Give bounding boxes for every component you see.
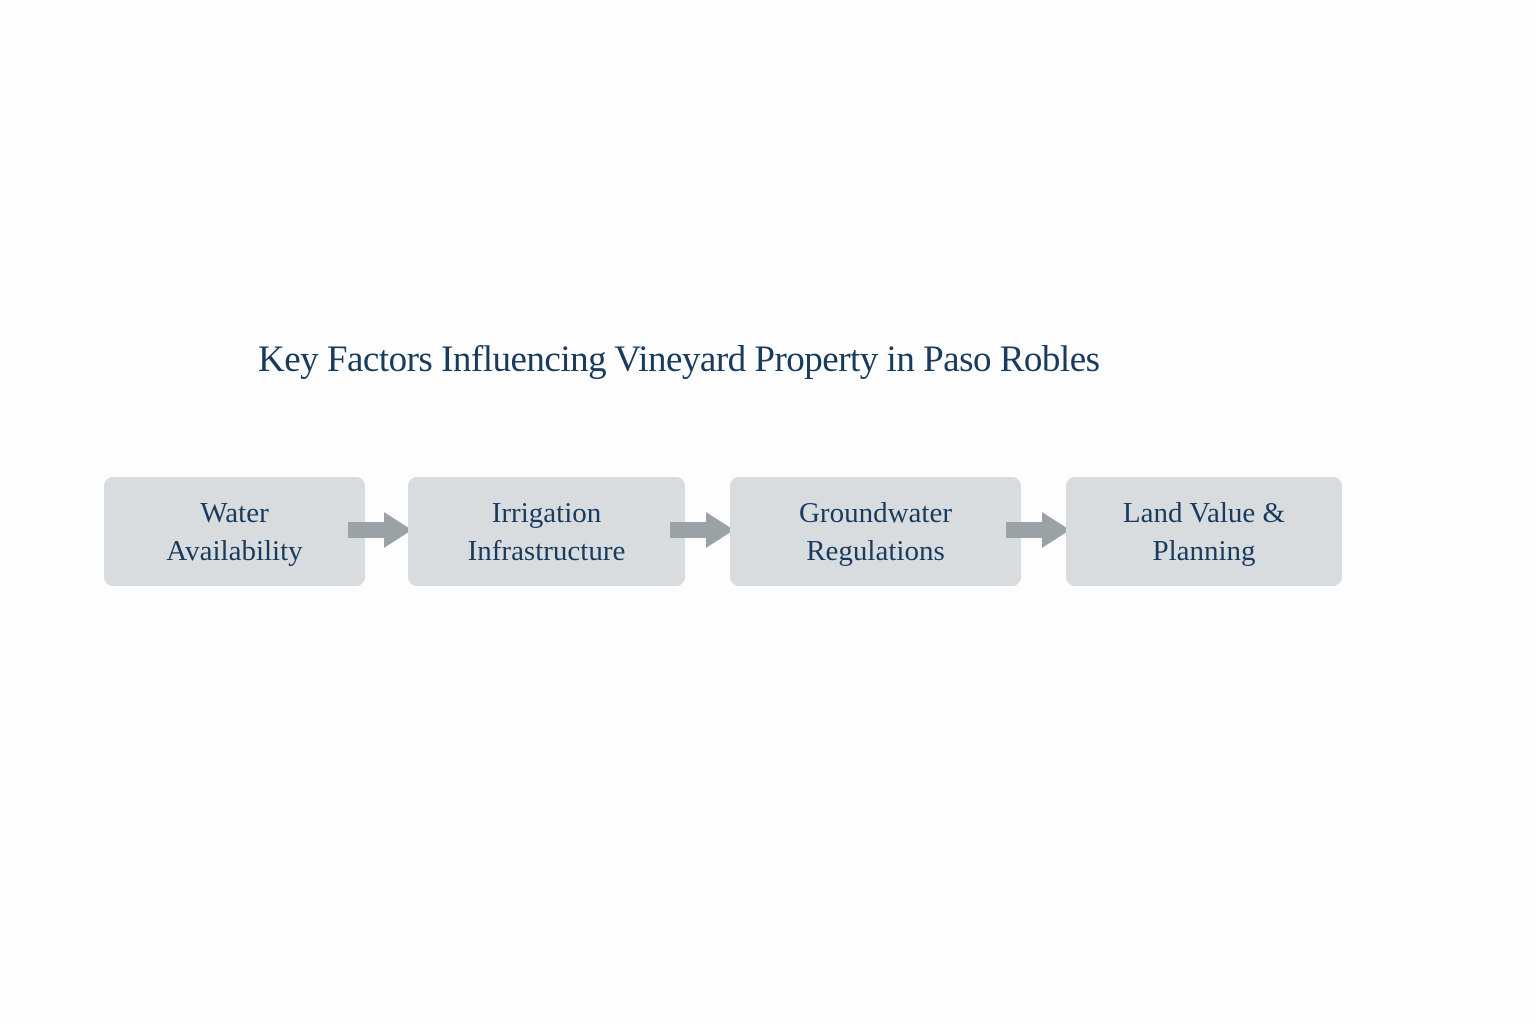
step-label-line1: Irrigation [491, 496, 602, 529]
step-label-line2: Regulations [806, 534, 945, 567]
arrow-right-icon [1006, 512, 1070, 548]
step-label-line2: Planning [1152, 534, 1256, 567]
step-land-value-planning: Land Value & Planning [1066, 477, 1342, 586]
diagram-title: Key Factors Influencing Vineyard Propert… [258, 339, 1100, 380]
step-label-line2: Infrastructure [467, 534, 626, 567]
step-label-line2: Availability [166, 534, 303, 567]
step-label-line1: Groundwater [798, 496, 952, 529]
arrow-right-icon [670, 512, 734, 548]
arrow-right-icon [348, 512, 412, 548]
step-label-line1: Land Value & [1122, 496, 1286, 529]
step-label-line1: Water [200, 496, 269, 529]
